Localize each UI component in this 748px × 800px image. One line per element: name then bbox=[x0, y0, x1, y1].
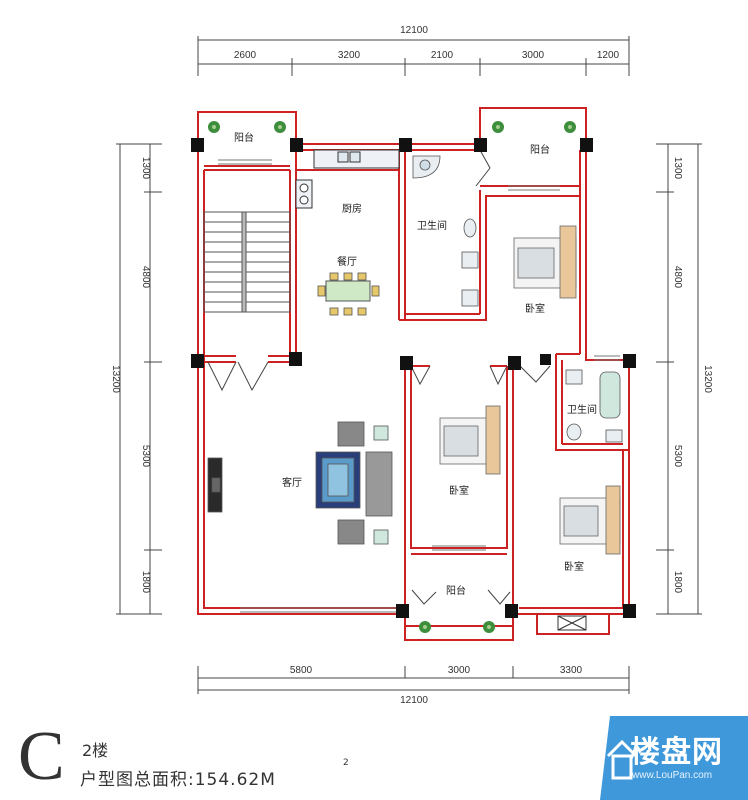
total-area-label: 户型图总面积:154.62M bbox=[80, 770, 276, 790]
room-label-kitchen: 厨房 bbox=[342, 202, 362, 215]
dim-bottom-3: 3300 bbox=[560, 665, 583, 676]
dim-bottom-1: 5800 bbox=[290, 665, 313, 676]
dim-right-1: 1300 bbox=[672, 157, 683, 180]
plant-icon bbox=[274, 121, 286, 133]
house-icon bbox=[606, 739, 638, 780]
room-label-balcony-s: 阳台 bbox=[446, 584, 466, 597]
dim-left-total: 13200 bbox=[110, 365, 121, 393]
dim-right-total: 13200 bbox=[702, 365, 713, 393]
area-unit-superscript: 2 bbox=[343, 758, 349, 768]
bed-ne bbox=[513, 225, 577, 299]
dim-bottom-2: 3000 bbox=[448, 665, 471, 676]
plant-icon bbox=[419, 621, 431, 633]
dim-left-3: 5300 bbox=[140, 445, 151, 468]
walls bbox=[197, 107, 630, 641]
room-label-balcony-ne: 阳台 bbox=[530, 143, 550, 156]
plant-icon bbox=[208, 121, 220, 133]
bathroom-fixtures bbox=[412, 155, 623, 443]
dim-top-1: 2600 bbox=[234, 50, 257, 61]
dim-top-total: 12100 bbox=[400, 25, 428, 36]
dim-right-3: 5300 bbox=[672, 445, 683, 468]
dining-table bbox=[317, 272, 380, 316]
pillars bbox=[191, 138, 636, 618]
dim-top-3: 2100 bbox=[431, 50, 454, 61]
bed-center bbox=[439, 405, 501, 475]
bed-se bbox=[559, 485, 621, 555]
dim-bottom-total: 12100 bbox=[400, 695, 428, 706]
room-label-bedroom-se: 卧室 bbox=[564, 560, 584, 573]
room-label-dining: 餐厅 bbox=[337, 255, 357, 268]
logo-url: www.LouPan.com bbox=[632, 770, 713, 781]
floor-label: 2楼 bbox=[82, 741, 109, 760]
plant-icons bbox=[208, 121, 576, 633]
bay-window-cabinet bbox=[557, 615, 587, 631]
dim-left-4: 1800 bbox=[140, 571, 151, 594]
room-label-balcony-nw: 阳台 bbox=[234, 131, 254, 144]
room-label-bathroom-main: 卫生间 bbox=[417, 219, 447, 232]
living-room-furniture bbox=[207, 421, 393, 545]
dim-top-2: 3200 bbox=[338, 50, 361, 61]
room-label-bedroom-center: 卧室 bbox=[449, 484, 469, 497]
dim-left-1: 1300 bbox=[140, 157, 151, 180]
room-label-bedroom-ne: 卧室 bbox=[525, 302, 545, 315]
staircase bbox=[203, 211, 291, 313]
dim-left-2: 4800 bbox=[140, 266, 151, 289]
room-label-bathroom-en-suite: 卫生间 bbox=[567, 403, 597, 416]
door-swings bbox=[207, 149, 551, 605]
loupan-logo bbox=[600, 716, 748, 800]
dimension-lines bbox=[116, 36, 702, 694]
windows bbox=[218, 159, 620, 613]
unit-type-letter: C bbox=[18, 718, 65, 795]
kitchen-counter bbox=[295, 149, 400, 209]
dim-top-4: 3000 bbox=[522, 50, 545, 61]
plant-icon bbox=[492, 121, 504, 133]
plant-icon bbox=[483, 621, 495, 633]
plant-icon bbox=[564, 121, 576, 133]
dim-top-5: 1200 bbox=[597, 50, 620, 61]
dim-right-2: 4800 bbox=[672, 266, 683, 289]
room-label-living-room: 客厅 bbox=[282, 476, 302, 489]
logo-wordmark: 楼盘网 bbox=[630, 735, 723, 770]
dim-right-4: 1800 bbox=[672, 571, 683, 594]
